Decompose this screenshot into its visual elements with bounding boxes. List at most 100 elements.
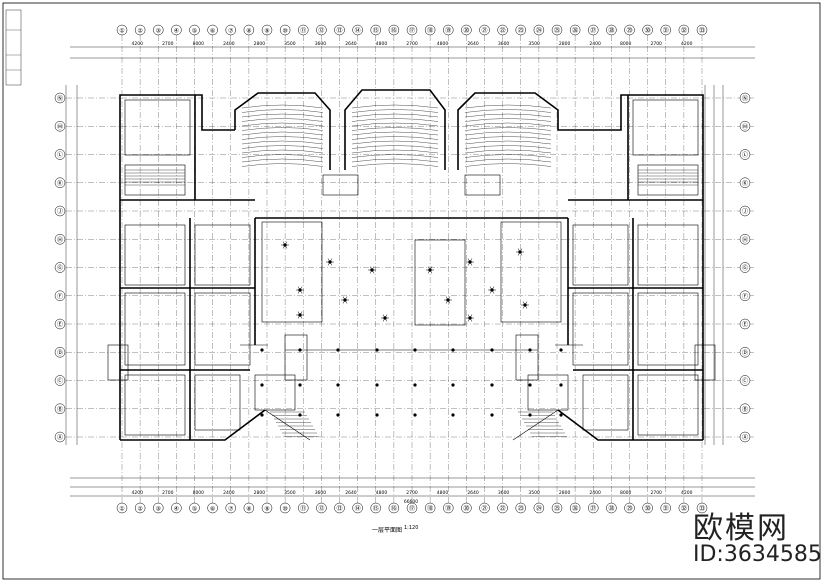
- axis-bubble-top: ㉑: [479, 24, 490, 36]
- svg-text:⑭: ⑭: [355, 505, 361, 513]
- dimension-label-top: 4200: [681, 41, 693, 47]
- axis-bubble-top: ⑥: [207, 24, 218, 36]
- svg-text:Ⓕ: Ⓕ: [742, 292, 748, 300]
- plant-symbol: [281, 241, 289, 249]
- svg-text:㉛: ㉛: [663, 505, 669, 513]
- svg-text:Ⓗ: Ⓗ: [742, 236, 748, 244]
- dimension-label-bottom: 8000: [620, 490, 632, 496]
- svg-text:⑱: ⑱: [427, 27, 433, 35]
- plant-symbol: [444, 296, 452, 304]
- axis-bubble-bottom: ②: [134, 502, 146, 514]
- axis-bubble-bottom: ⑪: [298, 502, 309, 514]
- svg-text:④: ④: [174, 28, 179, 35]
- axis-bubble-left: Ⓕ: [54, 290, 66, 301]
- dimension-label-top: 2700: [406, 41, 418, 47]
- axis-bubble-left: Ⓒ: [54, 375, 66, 386]
- svg-text:㉖: ㉖: [572, 505, 578, 513]
- axis-bubble-top: ①: [116, 24, 128, 36]
- axis-bubble-top: ②: [134, 24, 146, 36]
- axis-bubble-top: ⑬: [334, 24, 345, 36]
- svg-text:㉗: ㉗: [590, 505, 596, 513]
- axis-bubble-bottom: ㉗: [588, 502, 599, 514]
- svg-text:Ⓒ: Ⓒ: [742, 377, 748, 385]
- axis-bubble-top: ⑯: [388, 24, 400, 36]
- axis-bubble-bottom: ㉓: [515, 502, 526, 514]
- axis-bubble-left: Ⓚ: [54, 177, 66, 188]
- axis-bubble-bottom: ⑱: [424, 502, 436, 514]
- svg-text:⑰: ⑰: [409, 505, 415, 513]
- axis-bubble-top: ㉔: [533, 24, 545, 36]
- watermark-brand: 欧模网: [693, 511, 789, 546]
- svg-text:⑧: ⑧: [246, 28, 251, 35]
- svg-text:㉒: ㉒: [500, 505, 506, 513]
- svg-text:Ⓐ: Ⓐ: [742, 434, 748, 442]
- svg-text:⑧: ⑧: [246, 506, 251, 513]
- dimension-label-top: 4800: [437, 41, 449, 47]
- axis-bubble-bottom: ⑳: [461, 502, 472, 514]
- axis-bubble-right: Ⓖ: [739, 262, 751, 273]
- axis-bubble-left: Ⓔ: [54, 318, 66, 330]
- svg-text:Ⓜ: Ⓜ: [742, 123, 748, 131]
- svg-text:Ⓐ: Ⓐ: [57, 434, 63, 442]
- axis-bubble-bottom: ⑲: [443, 502, 454, 514]
- axis-bubble-top: ㉕: [551, 24, 563, 36]
- axis-bubble-bottom: ㉑: [479, 502, 490, 514]
- dimension-label-top: 2640: [467, 41, 479, 47]
- svg-text:Ⓔ: Ⓔ: [742, 321, 748, 329]
- plant-symbol: [326, 258, 334, 266]
- plant-symbol: [466, 314, 474, 322]
- svg-text:Ⓛ: Ⓛ: [57, 151, 63, 159]
- axis-bubble-top: ⑤: [189, 24, 200, 36]
- dimension-label-bottom: 2700: [162, 490, 174, 496]
- drawing-title: 一层平面图: [372, 527, 403, 534]
- svg-text:⑲: ⑲: [445, 505, 451, 513]
- svg-text:⑯: ⑯: [391, 505, 397, 513]
- svg-text:Ⓕ: Ⓕ: [57, 292, 63, 300]
- svg-text:㉗: ㉗: [590, 27, 596, 35]
- svg-text:⑫: ⑫: [318, 27, 324, 35]
- svg-text:③: ③: [156, 506, 161, 513]
- svg-text:㉖: ㉖: [572, 27, 578, 35]
- svg-text:㉚: ㉚: [645, 27, 651, 35]
- axis-bubble-top: ㉜: [678, 24, 690, 36]
- plant-symbol: [296, 286, 304, 294]
- axis-bubble-bottom: ㉝: [696, 502, 708, 514]
- svg-text:㉙: ㉙: [626, 505, 632, 513]
- svg-text:⑦: ⑦: [228, 28, 234, 35]
- axis-bubble-top: ⑳: [461, 24, 472, 36]
- dimension-label-bottom: 2640: [345, 490, 357, 496]
- svg-text:⑳: ⑳: [463, 505, 469, 513]
- svg-text:⑰: ⑰: [409, 27, 415, 35]
- svg-text:⑨: ⑨: [264, 28, 269, 35]
- svg-text:⑳: ⑳: [463, 27, 469, 35]
- axis-bubble-left: Ⓗ: [54, 234, 66, 245]
- svg-text:Ⓜ: Ⓜ: [57, 123, 63, 131]
- axis-bubble-top: ⑱: [424, 24, 436, 36]
- axis-bubble-bottom: ㉖: [569, 502, 581, 514]
- svg-text:㉘: ㉘: [608, 505, 614, 513]
- svg-text:①: ①: [119, 506, 124, 513]
- axis-bubble-left: Ⓓ: [54, 347, 66, 358]
- svg-text:Ⓓ: Ⓓ: [57, 349, 63, 357]
- axis-bubble-top: ⑦: [225, 24, 236, 36]
- axis-bubble-top: ⑪: [298, 24, 309, 36]
- dimension-label-top: 2400: [223, 41, 235, 47]
- axis-bubble-bottom: ⑥: [207, 502, 218, 514]
- dimension-label-top: 8000: [620, 41, 632, 47]
- plant-symbol: [426, 266, 434, 274]
- svg-text:㉚: ㉚: [645, 505, 651, 513]
- svg-text:⑯: ⑯: [391, 27, 397, 35]
- dimension-label-bottom: 4800: [437, 490, 449, 496]
- stair-and-seating-hatching: [125, 104, 698, 437]
- axis-bubble-right: Ⓒ: [739, 375, 751, 386]
- dimension-label-top: 4200: [132, 41, 144, 47]
- svg-text:Ⓓ: Ⓓ: [742, 349, 748, 357]
- dimension-label-top: 2700: [162, 41, 174, 47]
- svg-text:㉓: ㉓: [518, 27, 524, 35]
- plant-symbol: [488, 286, 496, 294]
- overall-dimension: 66600: [404, 499, 418, 505]
- axis-bubble-right: Ⓙ: [739, 205, 751, 217]
- axis-bubble-bottom: ㉔: [533, 502, 545, 514]
- svg-text:Ⓛ: Ⓛ: [742, 151, 748, 159]
